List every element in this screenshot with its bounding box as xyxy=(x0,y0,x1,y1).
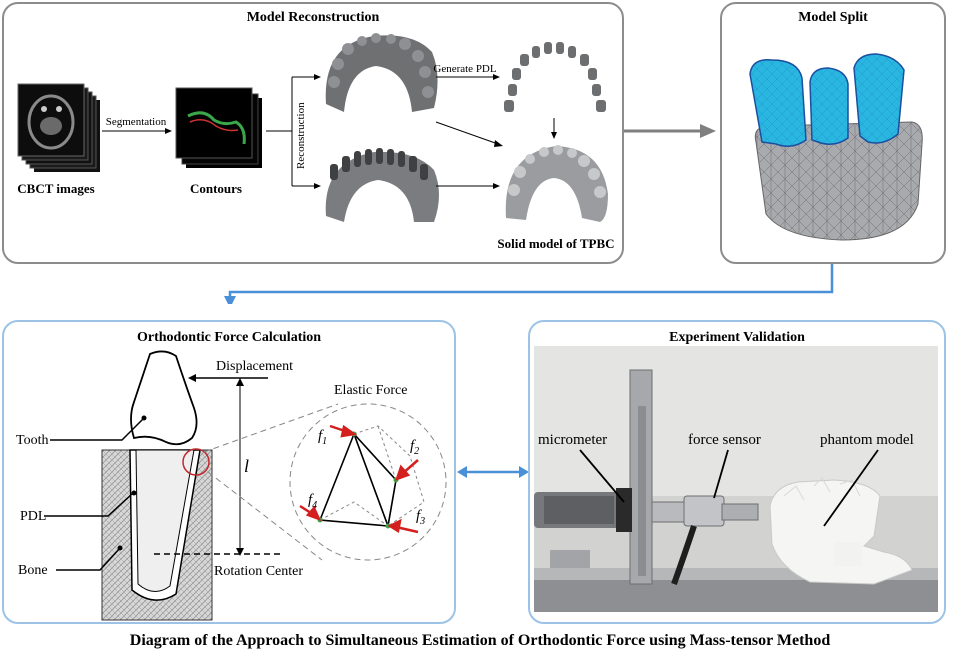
model-reconstruction-title: Model Reconstruction xyxy=(246,10,380,25)
solid-model xyxy=(505,145,608,222)
reconstruction-to-split-arrow xyxy=(624,124,716,138)
tetrahedron-mesh xyxy=(317,425,425,529)
lower-arch-model xyxy=(325,148,439,222)
model-reconstruction-panel: Model Reconstruction CBCT images Segment… xyxy=(2,2,624,264)
bidirectional-arrow xyxy=(457,466,529,478)
split-teeth xyxy=(749,53,905,147)
cbct-images-stack xyxy=(17,83,100,172)
generate-pdl-label: Generate PDL xyxy=(433,63,497,75)
phantom-model-label: phantom model xyxy=(820,432,914,448)
experiment-annotations: micrometer force sensor phantom model xyxy=(538,432,914,527)
force-calculation-title: Orthodontic Force Calculation xyxy=(136,330,322,345)
segmentation-label: Segmentation xyxy=(106,116,167,128)
cbct-label: CBCT images xyxy=(17,181,94,196)
contours-stack xyxy=(175,87,262,168)
l-label: l xyxy=(244,456,249,476)
reconstruction-label: Reconstruction xyxy=(295,102,307,169)
force-calc-diagram: Displacement l Rotation Center Tooth PDL… xyxy=(16,350,447,621)
force-calculation-panel: Orthodontic Force Calculation Displaceme… xyxy=(2,320,456,624)
figure-caption: Diagram of the Approach to Simultaneous … xyxy=(129,632,831,649)
contours-label: Contours xyxy=(190,181,242,196)
solid-model-label: Solid model of TPBC xyxy=(497,236,614,251)
detail-highlight xyxy=(182,448,210,476)
f2-label: f2 xyxy=(410,438,419,457)
model-split-panel: Model Split xyxy=(720,2,946,264)
experiment-photo xyxy=(534,346,938,612)
rotation-center-label: Rotation Center xyxy=(214,564,303,579)
model-split-title: Model Split xyxy=(798,10,868,25)
pdl-label: PDL xyxy=(20,509,46,524)
f3-label: f3 xyxy=(416,508,425,527)
bone-label: Bone xyxy=(18,563,48,578)
model-split-figure xyxy=(749,53,923,241)
tooth-crown xyxy=(130,350,198,446)
micrometer-label: micrometer xyxy=(538,432,607,448)
displacement-label: Displacement xyxy=(216,359,293,374)
force-sensor-label: force sensor xyxy=(688,432,761,448)
pdl-model xyxy=(504,42,606,112)
experiment-setup-illustration xyxy=(534,346,938,612)
f1-label: f1 xyxy=(318,428,327,447)
force-arrows xyxy=(299,424,419,534)
split-to-force-arrow xyxy=(224,264,834,304)
upper-arch-model xyxy=(325,33,438,112)
experiment-validation-title: Experiment Validation xyxy=(669,330,805,345)
elastic-force-label: Elastic Force xyxy=(334,383,407,398)
reconstruction-diagram: CBCT images Segmentation Contours Recons… xyxy=(17,33,615,251)
tooth-root xyxy=(135,449,195,592)
tooth-label: Tooth xyxy=(16,433,48,448)
zoom-circle xyxy=(289,403,447,561)
f4-label: f4 xyxy=(308,492,317,511)
